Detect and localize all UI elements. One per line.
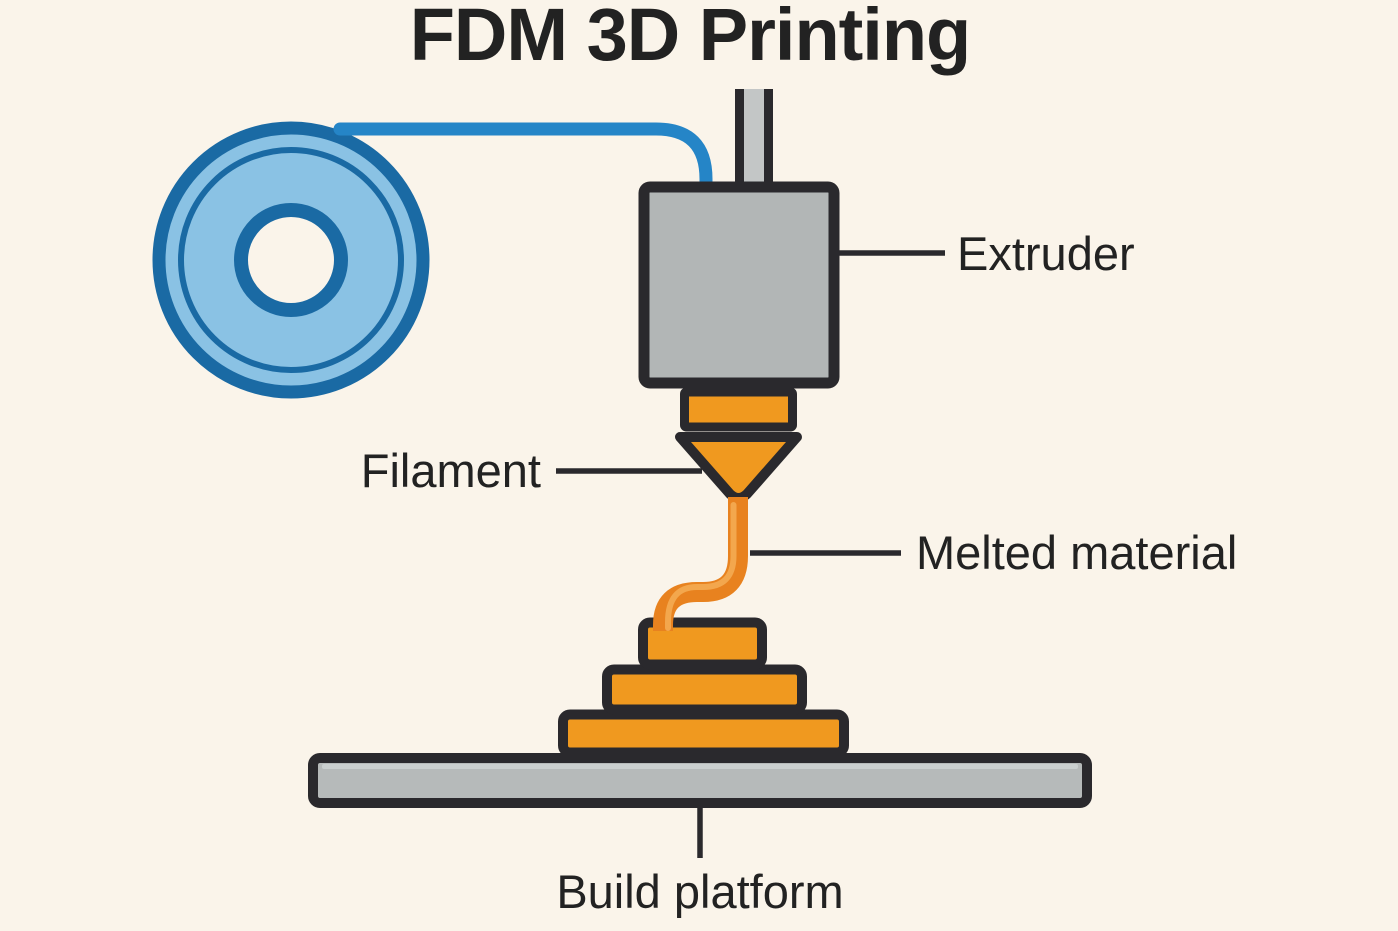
filament-tube: [333, 122, 713, 195]
printed-layer-bottom: [558, 709, 849, 758]
printed-layer-middle: [602, 664, 807, 715]
melted-material-strand: [653, 497, 748, 631]
build-platform-highlight: [322, 764, 1078, 769]
build-platform-bar: [308, 753, 1092, 808]
extruder-label: Extruder: [957, 227, 1135, 280]
extruder-body: [638, 181, 840, 389]
build-platform: [308, 753, 1092, 808]
filament-label: Filament: [361, 444, 541, 497]
build-platform-label: Build platform: [556, 865, 843, 918]
printed-object: [558, 617, 849, 758]
spool-hub-hole: [234, 203, 348, 317]
spool-inner-ring: [178, 147, 404, 373]
extruder-rod: [735, 89, 773, 187]
melted-material-label: Melted material: [916, 526, 1237, 579]
page-title: FDM 3D Printing: [410, 0, 971, 76]
printed-layer-top: [638, 617, 767, 670]
nozzle-neck: [680, 387, 797, 432]
nozzle-cone: [675, 432, 802, 503]
melted-strand: [653, 497, 748, 631]
rod-core: [744, 89, 764, 187]
filament-spool-icon: [152, 121, 430, 399]
nozzle: [675, 387, 802, 503]
melted-strand-highlight: [665, 502, 737, 631]
